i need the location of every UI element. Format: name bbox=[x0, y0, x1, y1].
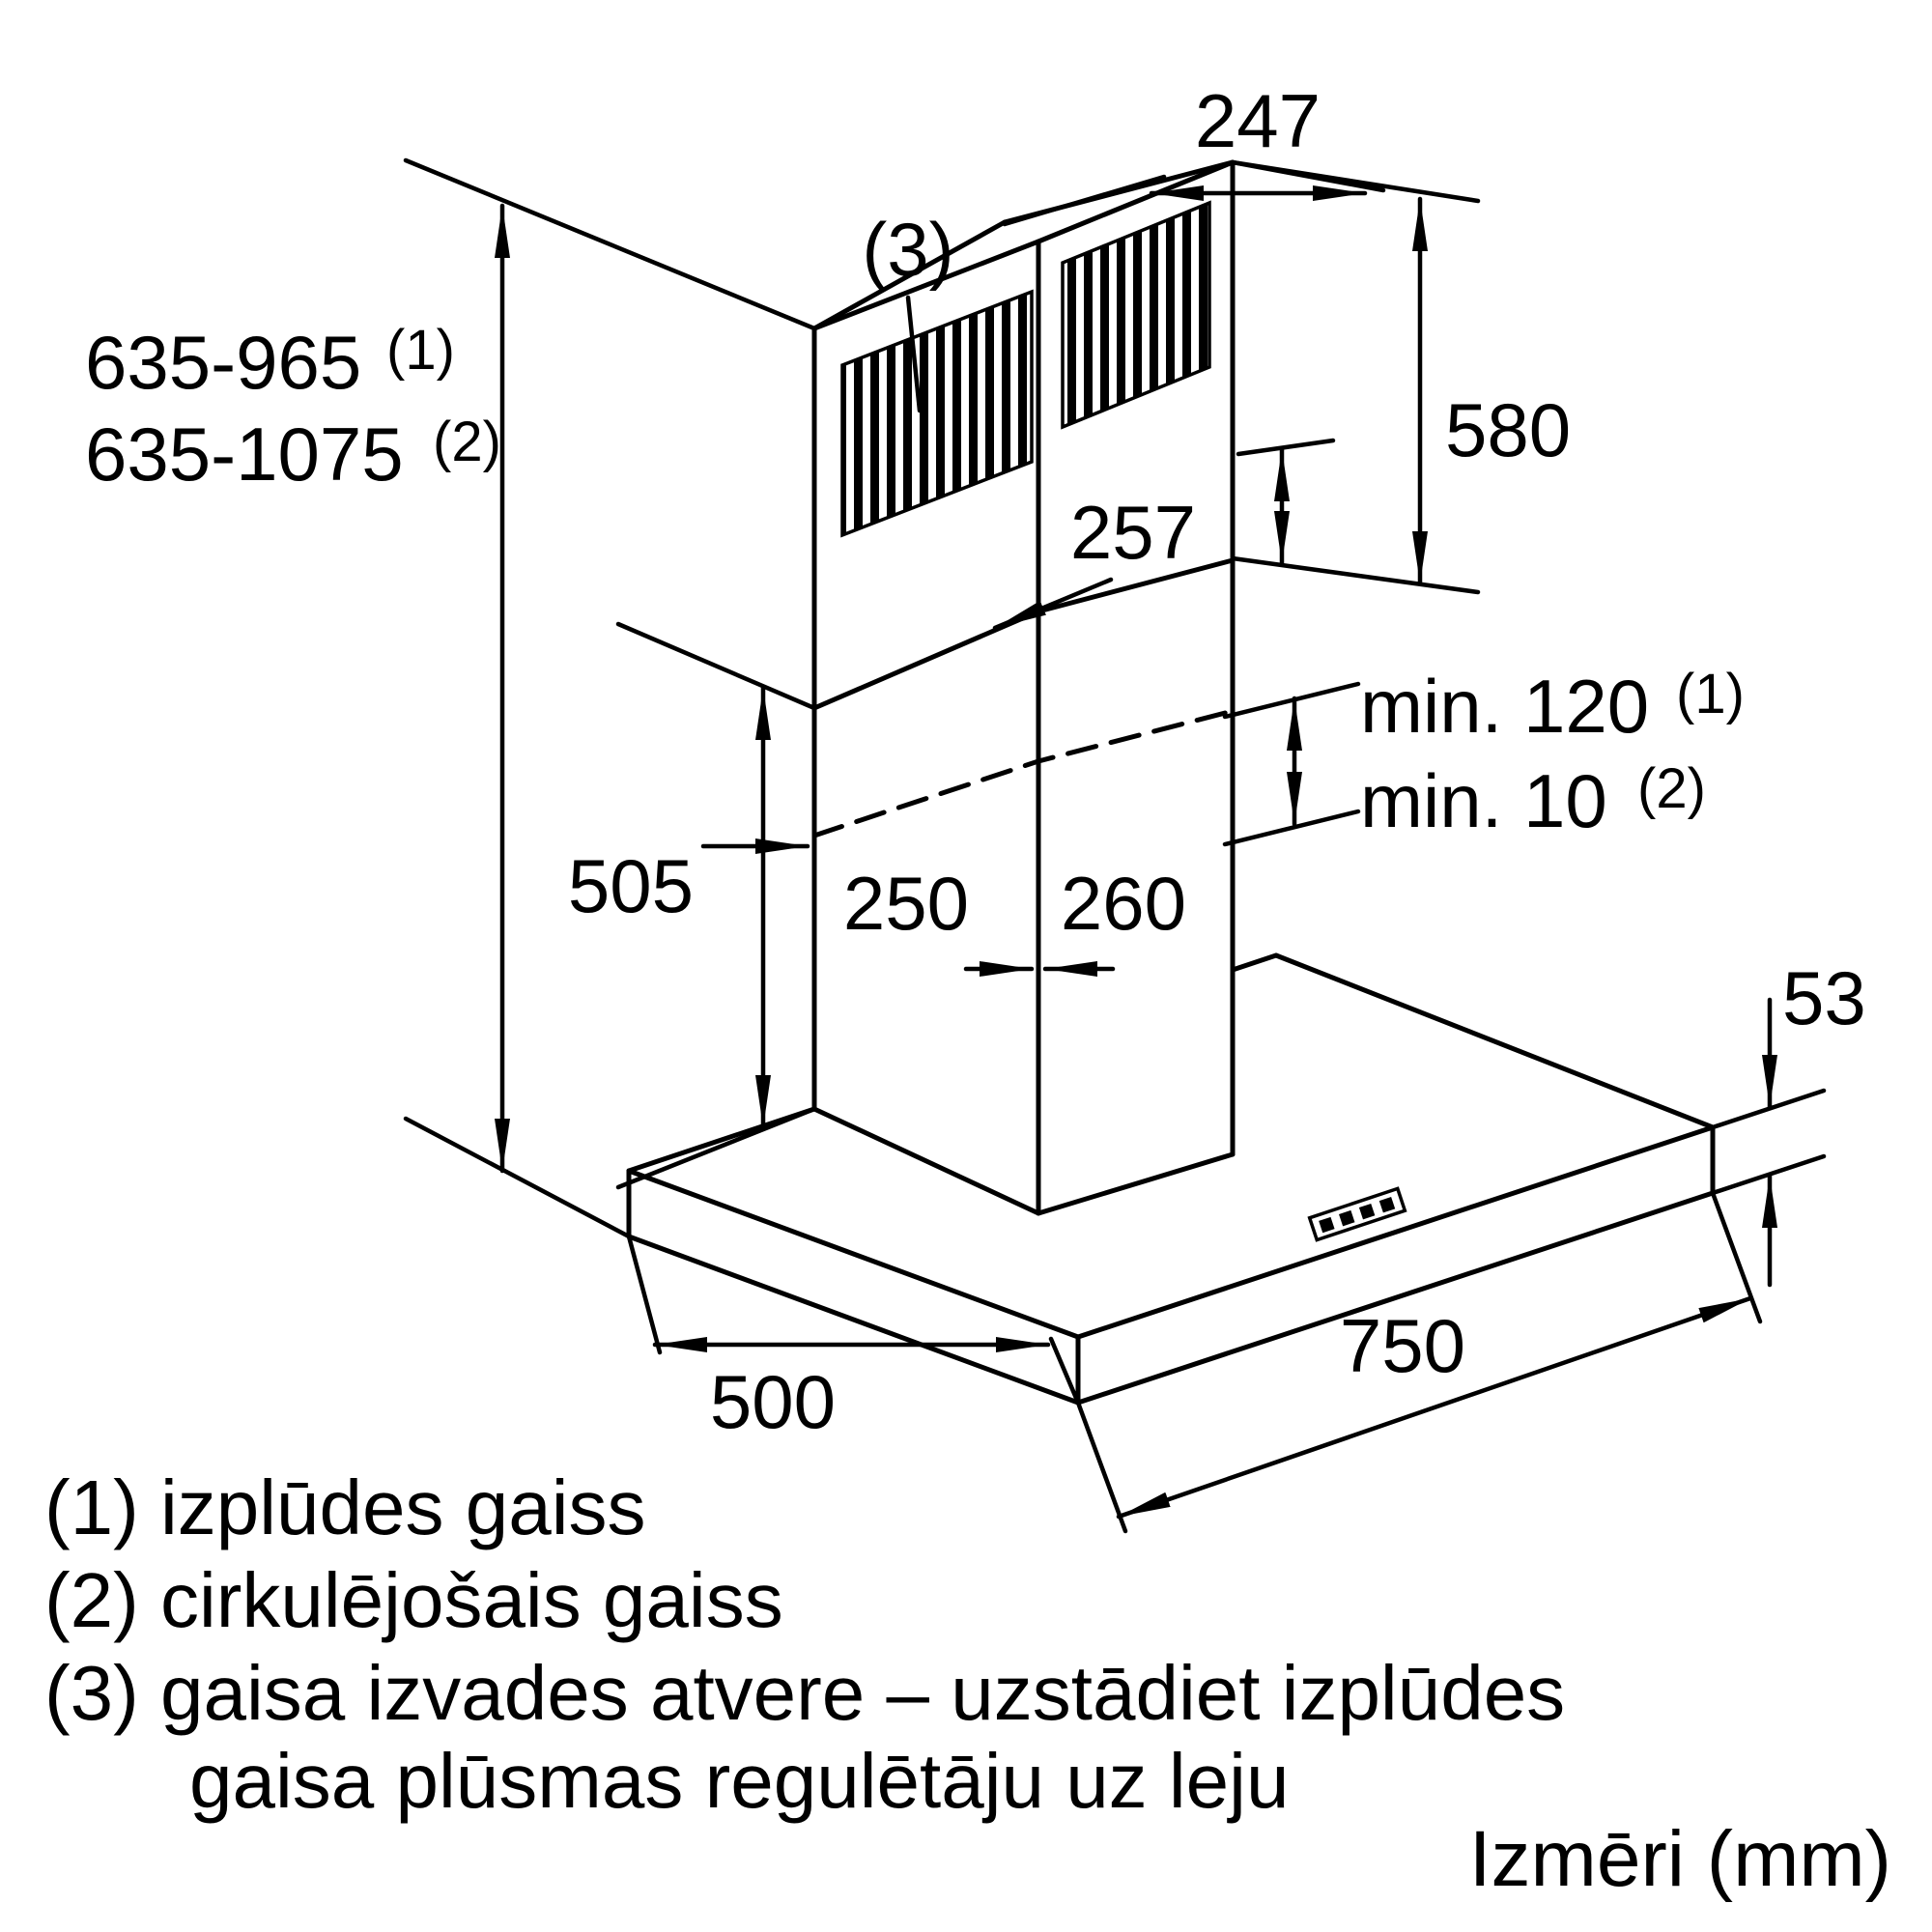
dim-lower-section-height: 505 bbox=[568, 621, 817, 1190]
chimney-front-top-edge bbox=[811, 239, 1041, 331]
dim-257-label: 257 bbox=[1070, 490, 1196, 575]
dim-500-label: 500 bbox=[710, 1359, 836, 1444]
dim-chimney-top-depth: 247 bbox=[1002, 78, 1386, 227]
dim-min-recirc-ref: (2) bbox=[1637, 757, 1706, 820]
dim-canopy-depth: 500 bbox=[626, 1234, 1081, 1444]
dim-505-ext-top bbox=[615, 621, 817, 711]
dim-505-label: 505 bbox=[568, 843, 694, 928]
dim-580-ext-top bbox=[1230, 159, 1481, 204]
dim-overall-exhaust-label: 635-965 bbox=[85, 320, 361, 405]
dim-overall-recirc-label: 635-1075 bbox=[85, 412, 404, 497]
dim-257-leader-arrow bbox=[992, 577, 1114, 631]
control-panel bbox=[1307, 1186, 1407, 1242]
callout-3-label: (3) bbox=[862, 207, 953, 292]
dim-overall-ext-bottom bbox=[403, 1116, 632, 1239]
legend: (1) izplūdes gaiss (2) cirkulējošais gai… bbox=[44, 1464, 1565, 1824]
canopy-left-end-top-edge bbox=[626, 1168, 1081, 1340]
dim-750-label: 750 bbox=[1340, 1303, 1465, 1388]
control-button-2 bbox=[1339, 1209, 1355, 1227]
canopy-right-end-top-edge bbox=[1273, 952, 1716, 1130]
dim-min-exhaust-label: min. 120 bbox=[1360, 664, 1649, 749]
dim-250-label: 250 bbox=[843, 861, 969, 946]
dim-lower-section-depth: 257 bbox=[992, 438, 1336, 631]
units-note: Izmēri (mm) bbox=[1469, 1815, 1891, 1903]
legend-line-3: (3) gaisa izvades atvere – uzstādiet izp… bbox=[44, 1650, 1565, 1736]
callout-3-leader bbox=[905, 295, 923, 413]
canopy-back-edge-right-segment bbox=[1230, 952, 1279, 973]
chimney-telescopic-dashed-line bbox=[811, 708, 1236, 838]
dim-upper-section-height: 580 bbox=[1230, 159, 1571, 595]
dim-580-ext-bottom bbox=[1230, 555, 1481, 595]
dim-247-label: 247 bbox=[1195, 78, 1321, 163]
dim-min-ext-bottom bbox=[1222, 809, 1361, 847]
canopy-left-end-bottom-edge bbox=[626, 1234, 1081, 1406]
dim-53-ext-top bbox=[1710, 1088, 1827, 1130]
chimney-right-top-edge bbox=[1036, 159, 1236, 244]
canopy-body bbox=[626, 952, 1716, 1406]
chimney-left-top-edge bbox=[811, 219, 1008, 331]
dim-overall-exhaust-ref: (1) bbox=[386, 319, 455, 382]
dim-500-ext-left bbox=[626, 1234, 663, 1355]
dim-min-recirc-label: min. 10 bbox=[1360, 758, 1607, 843]
dim-53-label: 53 bbox=[1782, 955, 1866, 1040]
chimney-section-joint-line bbox=[811, 557, 1236, 711]
legend-line-1: (1) izplūdes gaiss bbox=[44, 1464, 646, 1550]
chimney-front-bottom-edge bbox=[811, 1106, 1041, 1216]
control-button-1 bbox=[1319, 1216, 1335, 1234]
dim-750-ext-right bbox=[1710, 1190, 1763, 1324]
dim-750-arrow bbox=[1116, 1295, 1753, 1520]
vent-grille-front bbox=[840, 289, 1034, 538]
dim-chimney-cross-section: 250 260 bbox=[700, 838, 1186, 977]
legend-line-4: gaisa plūsmas regulētāju uz leju bbox=[189, 1738, 1289, 1824]
control-button-4 bbox=[1378, 1196, 1396, 1213]
callout-vent-opening: (3) bbox=[862, 207, 954, 413]
dim-260-label: 260 bbox=[1061, 861, 1186, 946]
dim-min-exhaust-ref: (1) bbox=[1676, 663, 1745, 725]
vent-grille-right bbox=[1061, 200, 1211, 430]
dim-min-clearance: min. 120 (1) min. 10 (2) bbox=[1222, 663, 1745, 847]
dim-750-ext-left bbox=[1075, 1400, 1128, 1534]
legend-line-2: (2) cirkulējošais gaiss bbox=[44, 1557, 783, 1643]
dim-247-ext-left bbox=[1002, 174, 1167, 227]
chimney-duct bbox=[811, 159, 1236, 1216]
dim-canopy-width: 750 bbox=[1075, 1190, 1763, 1534]
dim-257-ext-tick bbox=[1236, 438, 1336, 457]
dim-overall-ext-top bbox=[403, 157, 817, 331]
dim-canopy-thickness: 53 bbox=[1710, 955, 1866, 1288]
dim-overall-recirc-ref: (2) bbox=[433, 411, 501, 473]
dim-min-ext-top bbox=[1222, 681, 1361, 720]
dim-overall-height: 635-965 (1) 635-1075 (2) bbox=[85, 157, 817, 1239]
dim-505-ext-bottom bbox=[615, 1106, 817, 1190]
dim-580-label: 580 bbox=[1445, 387, 1571, 472]
dim-500-ext-right bbox=[1048, 1336, 1081, 1406]
control-button-3 bbox=[1358, 1203, 1376, 1220]
chimney-right-bottom-edge bbox=[1036, 1151, 1236, 1216]
